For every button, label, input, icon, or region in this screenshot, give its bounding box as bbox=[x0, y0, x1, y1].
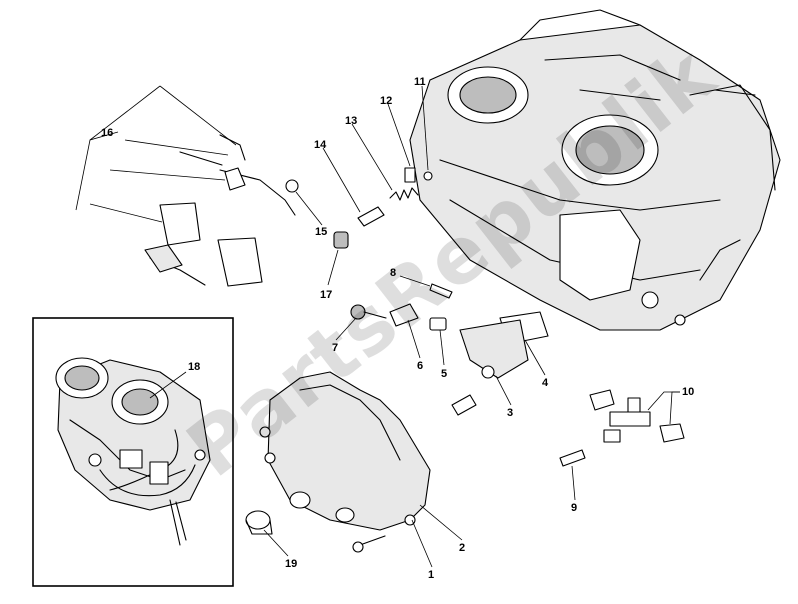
callout-4: 4 bbox=[542, 377, 549, 389]
callout-3: 3 bbox=[507, 407, 513, 419]
sensor-bracket-drawing bbox=[144, 134, 299, 287]
callout-5: 5 bbox=[441, 368, 447, 380]
leader-lines bbox=[75, 85, 680, 568]
cover-housing-drawing bbox=[259, 371, 431, 553]
callout-14: 14 bbox=[314, 139, 327, 151]
callout-17: 17 bbox=[320, 289, 332, 301]
callout-16: 16 bbox=[101, 127, 113, 139]
callout-11: 11 bbox=[414, 76, 426, 88]
fittings-drawing bbox=[333, 167, 685, 467]
callout-2: 2 bbox=[459, 542, 465, 554]
callout-6: 6 bbox=[417, 360, 423, 372]
cap-drawing bbox=[245, 510, 273, 535]
inset-carburetor-box bbox=[32, 317, 234, 587]
callout-labels: 1 2 3 4 5 6 7 8 9 10 11 12 13 14 15 16 1… bbox=[101, 76, 694, 581]
callout-18: 18 bbox=[188, 361, 200, 373]
callout-7: 7 bbox=[332, 342, 338, 354]
callout-15: 15 bbox=[315, 226, 327, 238]
callout-1: 1 bbox=[428, 569, 434, 581]
callout-12: 12 bbox=[380, 95, 392, 107]
carburetor-assembly-drawing bbox=[55, 357, 211, 546]
callout-13: 13 bbox=[345, 115, 357, 127]
callout-10: 10 bbox=[682, 386, 694, 398]
callout-19: 19 bbox=[285, 558, 297, 570]
callout-8: 8 bbox=[390, 267, 396, 279]
callout-9: 9 bbox=[571, 502, 577, 514]
intake-manifold-drawing bbox=[409, 9, 781, 331]
